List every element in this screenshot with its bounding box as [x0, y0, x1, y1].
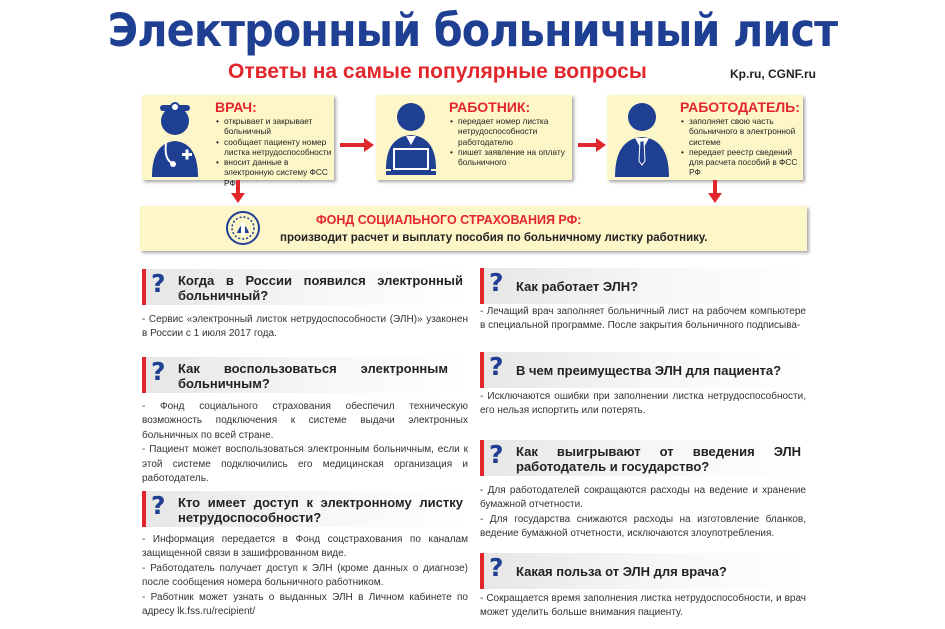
card-doctor-list: открывает и закрывает больничный сообщае… [215, 116, 336, 188]
answer-paragraph: - Лечащий врач заполняет больничный лист… [480, 306, 806, 332]
answer-paragraph: - Сокращается время заполнения листка не… [480, 593, 806, 619]
question-mark-icon: ? [151, 491, 166, 520]
answer-paragraph: - Работодатель получает доступ к ЭЛН (кр… [142, 562, 468, 589]
faq-question: Когда в России появился электронный боль… [178, 273, 463, 303]
faq-answer: - Фонд социального страхования обеспечил… [142, 400, 468, 486]
faq-question: Как выигрывают от введения ЭЛН работодат… [516, 444, 801, 474]
question-accent-bar [480, 440, 484, 476]
faq-question-block: ? Какая польза от ЭЛН для врача? [480, 553, 806, 589]
list-item: передает реестр сведений для расчета пос… [681, 147, 804, 178]
faq-answer: - Сокращается время заполнения листка не… [480, 592, 806, 621]
page-subtitle: Ответы на самые популярные вопросы [228, 60, 647, 83]
answer-paragraph: - Информация передается в Фонд соцстрахо… [142, 534, 468, 560]
faq-question-block: ? Как выигрывают от введения ЭЛН работод… [480, 440, 806, 476]
question-mark-icon: ? [489, 268, 504, 297]
answer-paragraph: - Для государства снижаются расходы на и… [480, 513, 806, 540]
answer-paragraph: - Для работодателей сокращаются расходы … [480, 485, 806, 511]
faq-answer: - Сервис «электронный листок нетрудоспос… [142, 313, 468, 342]
list-item: пишет заявление на оплату больничного [450, 147, 573, 168]
arrow-doctor-to-fund [231, 180, 245, 203]
question-mark-icon: ? [489, 352, 504, 381]
faq-answer: - Для работодателей сокращаются расходы … [480, 484, 806, 542]
answer-paragraph: - Сервис «электронный листок нетрудоспос… [142, 314, 468, 340]
card-worker-list: передает номер листка нетрудоспособности… [449, 116, 573, 167]
card-doctor-role: ВРАЧ: [215, 99, 257, 115]
source-credit: Kp.ru, CGNF.ru [730, 67, 816, 81]
fund-title: ФОНД СОЦИАЛЬНОГО СТРАХОВАНИЯ РФ: [316, 213, 582, 227]
list-item: вносит данные в электронную систему ФСС … [216, 157, 336, 188]
arrow-doctor-to-worker [340, 138, 374, 152]
fss-logo-icon [226, 211, 260, 245]
card-worker: РАБОТНИК: передает номер листка нетрудос… [376, 95, 572, 180]
question-mark-icon: ? [151, 269, 166, 298]
question-accent-bar [142, 491, 146, 527]
employer-icon [615, 103, 669, 177]
question-accent-bar [142, 269, 146, 305]
faq-answer: - Лечащий врач заполняет больничный лист… [480, 305, 806, 334]
arrow-worker-to-employer [578, 138, 606, 152]
answer-paragraph: - Работник может узнать о выданных ЭЛН в… [142, 591, 468, 618]
card-employer: РАБОТОДАТЕЛЬ: заполняет свою часть больн… [607, 95, 803, 180]
faq-question-block: ? Кто имеет доступ к электронному листку… [142, 491, 468, 527]
question-accent-bar [480, 352, 484, 388]
page-title: Электронный больничный лист [107, 4, 838, 57]
faq-question: Кто имеет доступ к электронному листку н… [178, 495, 463, 525]
card-worker-role: РАБОТНИК: [449, 99, 531, 115]
faq-question: Как работает ЭЛН? [516, 279, 639, 294]
card-employer-list: заполняет свою часть больничного в элект… [680, 116, 804, 178]
card-employer-role: РАБОТОДАТЕЛЬ: [680, 99, 800, 115]
question-mark-icon: ? [489, 553, 504, 582]
answer-paragraph: - Исключаются ошибки при заполнении лист… [480, 391, 806, 417]
fund-text: производит расчет и выплату пособия по б… [280, 232, 708, 244]
question-mark-icon: ? [151, 357, 166, 386]
faq-answer: - Исключаются ошибки при заполнении лист… [480, 390, 806, 419]
faq-question-block: ? В чем преимущества ЭЛН для пациента? [480, 352, 806, 388]
faq-question: В чем преимущества ЭЛН для пациента? [516, 363, 782, 378]
doctor-icon [152, 102, 198, 177]
list-item: передает номер листка нетрудоспособности… [450, 116, 573, 147]
answer-paragraph: - Фонд социального страхования обеспечил… [142, 401, 468, 441]
question-mark-icon: ? [489, 440, 504, 469]
fund-box: ФОНД СОЦИАЛЬНОГО СТРАХОВАНИЯ РФ: произво… [140, 206, 807, 251]
list-item: открывает и закрывает больничный [216, 116, 336, 137]
worker-icon [386, 103, 436, 175]
question-accent-bar [480, 553, 484, 589]
question-accent-bar [142, 357, 146, 393]
faq-question-block: ? Как воспользоваться электронным больни… [142, 357, 468, 393]
list-item: заполняет свою часть больничного в элект… [681, 116, 804, 147]
card-doctor: ВРАЧ: открывает и закрывает больничный с… [142, 95, 334, 188]
list-item: сообщает пациенту номер листка нетрудосп… [216, 137, 336, 158]
faq-question: Как воспользоваться электронным больничн… [178, 361, 448, 391]
arrow-employer-to-fund [708, 180, 722, 203]
faq-question-block: ? Когда в России появился электронный бо… [142, 269, 468, 305]
faq-answer: - Информация передается в Фонд соцстрахо… [142, 533, 468, 619]
question-accent-bar [480, 268, 484, 304]
faq-question: Какая польза от ЭЛН для врача? [516, 564, 727, 579]
answer-paragraph: - Пациент может воспользоваться электрон… [142, 444, 468, 485]
faq-question-block: ? Как работает ЭЛН? [480, 268, 806, 304]
